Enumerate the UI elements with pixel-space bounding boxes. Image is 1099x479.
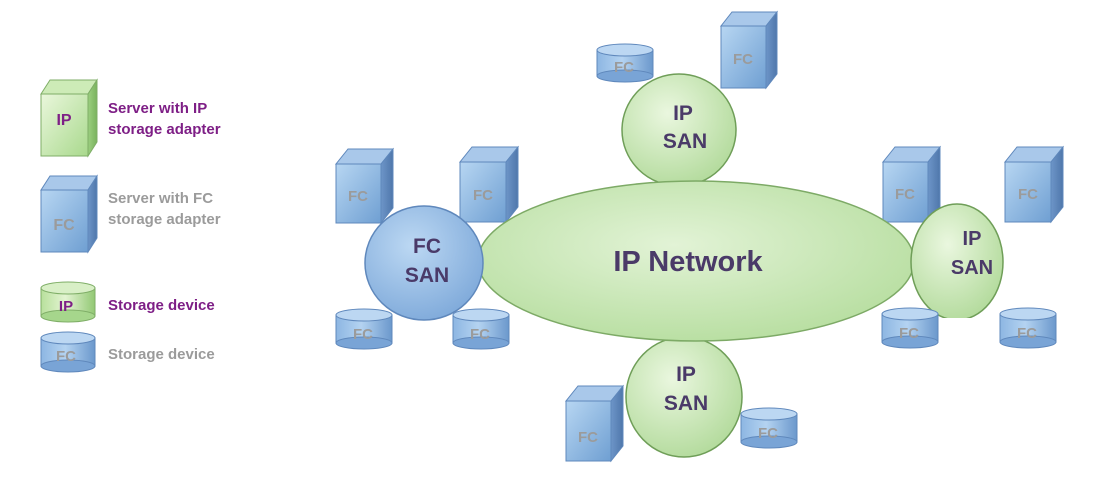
left-bottom-fc-storage-2-abbr: FC (470, 326, 490, 343)
left-bottom-fc-storage-1-icon: FC (335, 308, 393, 350)
left-top-fc-server-1-abbr: FC (348, 188, 368, 205)
right-bottom-fc-storage-1-abbr: FC (899, 325, 919, 342)
legend-fc-server-icon: FC (40, 174, 98, 254)
legend-ip-server-abbr: IP (56, 112, 71, 129)
bottom-fc-server-abbr: FC (578, 429, 598, 446)
legend-fc-storage-label: Storage device (108, 346, 215, 363)
bottom-ip-san-line1: IP (676, 363, 696, 386)
left-top-fc-server-1-icon: FC (334, 147, 395, 225)
legend-ip-server-label-line1: Server with IP (108, 100, 207, 117)
right-top-fc-server-2-abbr: FC (1018, 186, 1038, 203)
right-top-fc-server-2-icon: FC (1003, 145, 1065, 224)
top-fc-server-icon: FC (719, 10, 779, 90)
legend-ip-server-icon: IP (40, 78, 98, 158)
left-bottom-fc-storage-1-abbr: FC (353, 326, 373, 343)
right-top-fc-server-1-icon: FC (881, 145, 942, 224)
fc-san-line1: FC (413, 235, 441, 258)
legend-fc-server-abbr: FC (53, 217, 75, 234)
fc-san-line2: SAN (405, 264, 449, 287)
top-fc-server-abbr: FC (733, 51, 753, 68)
ip-network-label: IP Network (613, 246, 763, 278)
left-top-fc-server-2-abbr: FC (473, 187, 493, 204)
right-bottom-fc-storage-2-icon: FC (999, 307, 1057, 349)
bottom-fc-storage-abbr: FC (758, 425, 778, 442)
bottom-fc-server-icon: FC (564, 384, 625, 463)
legend-ip-storage-abbr: IP (59, 298, 73, 315)
right-ip-san-line2: SAN (951, 257, 993, 279)
legend-ip-storage-label: Storage device (108, 297, 215, 314)
legend-ip-storage-icon: IP (40, 281, 96, 323)
right-ip-san-node: IP SAN (910, 203, 1004, 321)
legend-fc-storage-icon: FC (40, 331, 96, 373)
legend-fc-server-label-line1: Server with FC (108, 190, 213, 207)
fc-san-node: FC SAN (364, 205, 484, 321)
right-bottom-fc-storage-2-abbr: FC (1017, 325, 1037, 342)
legend-fc-storage-abbr: FC (56, 348, 76, 365)
bottom-fc-storage-icon: FC (740, 407, 798, 449)
bottom-ip-san-line2: SAN (664, 392, 708, 415)
legend-fc-server-label-line2: storage adapter (108, 211, 221, 228)
top-ip-san-node: IP SAN (621, 73, 737, 187)
top-ip-san-line1: IP (673, 102, 693, 125)
right-top-fc-server-1-abbr: FC (895, 186, 915, 203)
ip-network-node: IP Network (477, 180, 915, 342)
right-ip-san-line1: IP (963, 228, 982, 250)
legend-ip-server-label-line2: storage adapter (108, 121, 221, 138)
left-bottom-fc-storage-2-icon: FC (452, 308, 510, 350)
top-ip-san-line2: SAN (663, 130, 707, 153)
right-bottom-fc-storage-1-icon: FC (881, 307, 939, 349)
top-fc-storage-icon: FC (596, 43, 654, 83)
top-fc-storage-abbr: FC (614, 59, 634, 76)
left-top-fc-server-2-icon: FC (458, 145, 520, 224)
bottom-ip-san-node: IP SAN (625, 336, 743, 458)
